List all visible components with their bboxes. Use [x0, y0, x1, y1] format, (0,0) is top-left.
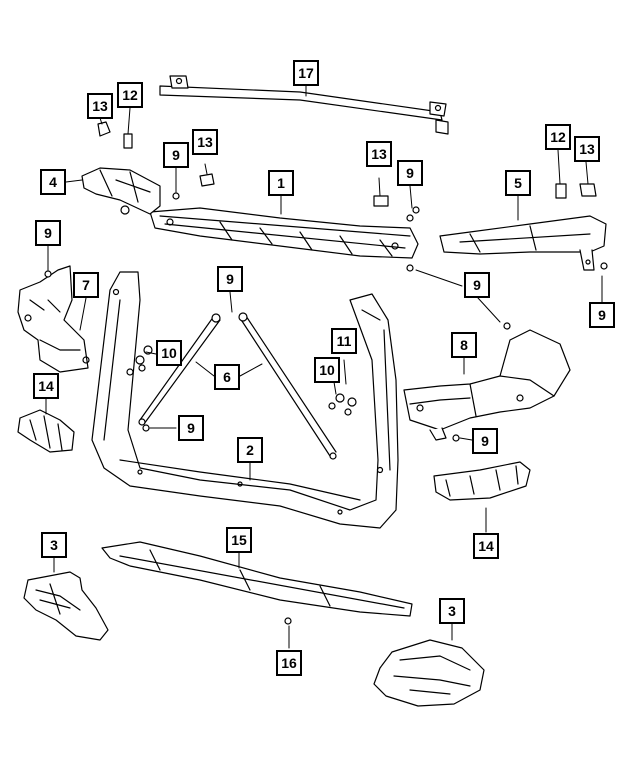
callout-4-number: 4 — [49, 174, 57, 190]
callout-14[interactable]: 14 — [473, 533, 499, 559]
callout-14-number: 14 — [478, 538, 494, 554]
part-7-side-bracket — [17, 265, 90, 373]
callout-2[interactable]: 2 — [237, 437, 263, 463]
callout-7-number: 7 — [82, 277, 90, 293]
callout-13[interactable]: 13 — [192, 129, 218, 155]
part-14-right-lower — [433, 461, 531, 501]
callout-16[interactable]: 16 — [276, 650, 302, 676]
callout-13[interactable]: 13 — [366, 141, 392, 167]
callout-8-number: 8 — [460, 337, 468, 353]
leader-lines — [45, 85, 603, 649]
part-4-left-bracket — [81, 167, 161, 215]
callout-14[interactable]: 14 — [33, 373, 59, 399]
callout-7[interactable]: 7 — [73, 272, 99, 298]
callout-5-number: 5 — [514, 175, 522, 191]
callout-12-number: 12 — [122, 87, 138, 103]
callout-3[interactable]: 3 — [41, 532, 67, 558]
callout-9[interactable]: 9 — [163, 142, 189, 168]
callout-9-number: 9 — [406, 165, 414, 181]
part-2-frame — [91, 271, 399, 529]
callout-4[interactable]: 4 — [40, 169, 66, 195]
callout-10[interactable]: 10 — [314, 357, 340, 383]
callout-13[interactable]: 13 — [87, 93, 113, 119]
callout-9[interactable]: 9 — [178, 415, 204, 441]
callout-9[interactable]: 9 — [35, 220, 61, 246]
callout-2-number: 2 — [246, 442, 254, 458]
callout-13-number: 13 — [579, 141, 595, 157]
callout-12[interactable]: 12 — [117, 82, 143, 108]
callout-14-number: 14 — [38, 378, 54, 394]
callout-6-number: 6 — [223, 369, 231, 385]
callout-13-number: 13 — [92, 98, 108, 114]
callout-13-number: 13 — [197, 134, 213, 150]
callout-1[interactable]: 1 — [268, 170, 294, 196]
callout-10-number: 10 — [319, 362, 335, 378]
callout-9[interactable]: 9 — [464, 272, 490, 298]
part-6-struts — [138, 312, 337, 460]
callout-8[interactable]: 8 — [451, 332, 477, 358]
callout-16-number: 16 — [281, 655, 297, 671]
callout-9-number: 9 — [172, 147, 180, 163]
part-3-right-shield — [373, 639, 485, 707]
callout-9-number: 9 — [44, 225, 52, 241]
callout-15[interactable]: 15 — [226, 527, 252, 553]
callout-12[interactable]: 12 — [545, 124, 571, 150]
part-8-side-bracket — [403, 329, 571, 441]
callout-9-number: 9 — [473, 277, 481, 293]
callout-5[interactable]: 5 — [505, 170, 531, 196]
callout-17[interactable]: 17 — [293, 60, 319, 86]
callout-9-number: 9 — [226, 271, 234, 287]
part-1-crossmember — [149, 207, 419, 259]
callout-3-number: 3 — [50, 537, 58, 553]
callout-17-number: 17 — [298, 65, 314, 81]
callout-12-number: 12 — [550, 129, 566, 145]
callout-3-number: 3 — [448, 603, 456, 619]
part-15-lower-crossmember — [101, 541, 413, 617]
callout-15-number: 15 — [231, 532, 247, 548]
callout-9-number: 9 — [598, 307, 606, 323]
callout-9-number: 9 — [481, 433, 489, 449]
callout-9[interactable]: 9 — [472, 428, 498, 454]
callout-9[interactable]: 9 — [217, 266, 243, 292]
callout-11[interactable]: 11 — [331, 328, 357, 354]
callout-9-number: 9 — [187, 420, 195, 436]
callout-10[interactable]: 10 — [156, 340, 182, 366]
callout-6[interactable]: 6 — [214, 364, 240, 390]
callout-10-number: 10 — [161, 345, 177, 361]
callout-3[interactable]: 3 — [439, 598, 465, 624]
callout-11-number: 11 — [336, 333, 352, 349]
callout-13[interactable]: 13 — [574, 136, 600, 162]
part-17-upper-bar — [159, 75, 449, 135]
part-5-right-bracket — [439, 215, 607, 271]
callout-9[interactable]: 9 — [397, 160, 423, 186]
callout-13-number: 13 — [371, 146, 387, 162]
callout-9[interactable]: 9 — [589, 302, 615, 328]
part-3-left-shield — [23, 571, 109, 641]
fasteners — [44, 121, 608, 625]
callout-1-number: 1 — [277, 175, 285, 191]
part-14-left-lower — [17, 409, 75, 453]
